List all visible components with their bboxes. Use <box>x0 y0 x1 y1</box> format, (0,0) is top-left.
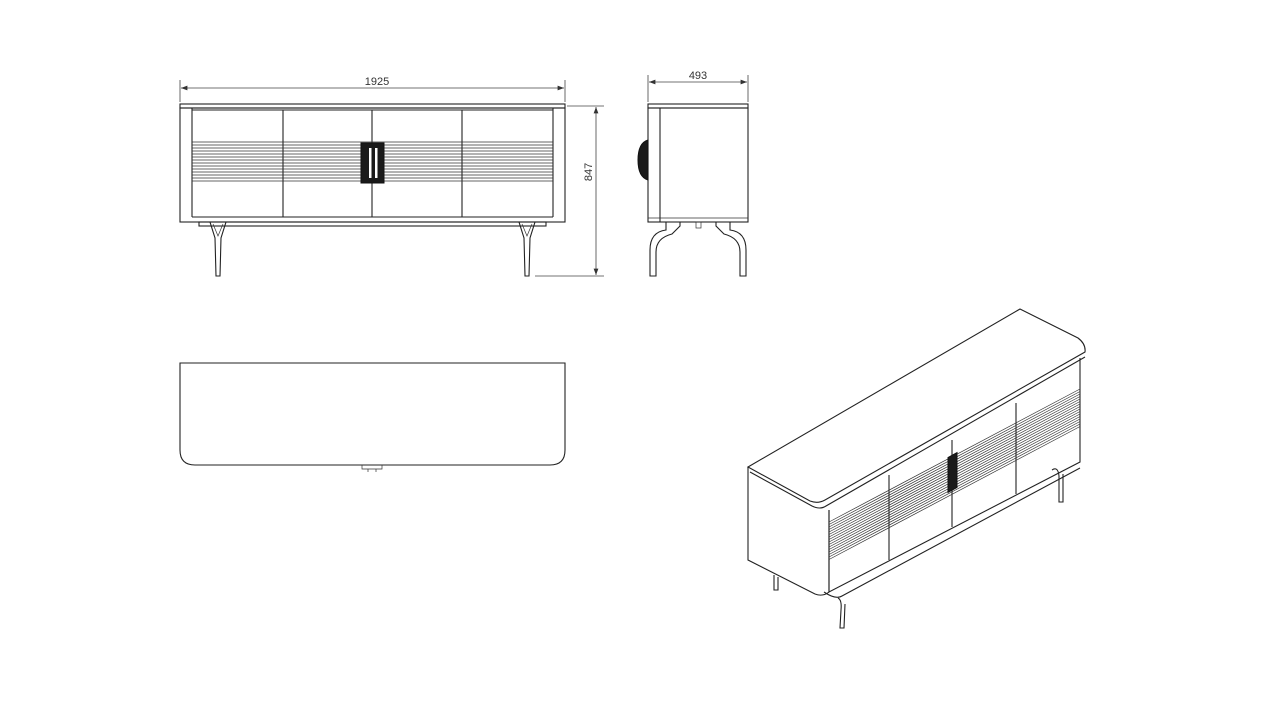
depth-label: 493 <box>689 70 707 82</box>
width-dimension: 1925 <box>179 76 566 102</box>
door-handle <box>360 142 385 184</box>
depth-dimension: 493 <box>647 70 749 102</box>
iso-leg-back-left <box>773 575 779 591</box>
isometric-view <box>746 308 1086 629</box>
height-label: 847 <box>583 163 595 181</box>
side-leg-back <box>715 222 747 277</box>
width-label: 1925 <box>365 76 389 88</box>
side-view: 493 <box>637 70 749 277</box>
side-leg-front <box>649 222 681 277</box>
iso-groove-line <box>828 426 1081 560</box>
side-handle <box>637 139 649 181</box>
top-view <box>179 362 566 472</box>
iso-leg-front-left <box>837 597 846 629</box>
leg-right <box>518 221 536 277</box>
iso-leg-right <box>1051 468 1064 503</box>
iso-top <box>746 308 1086 503</box>
top-handle <box>361 465 383 472</box>
front-view: 1925 847 <box>179 76 604 277</box>
leg-left <box>209 221 227 277</box>
height-dimension: 847 <box>535 105 604 277</box>
iso-handle <box>947 451 958 494</box>
iso-groove-line <box>828 423 1081 558</box>
